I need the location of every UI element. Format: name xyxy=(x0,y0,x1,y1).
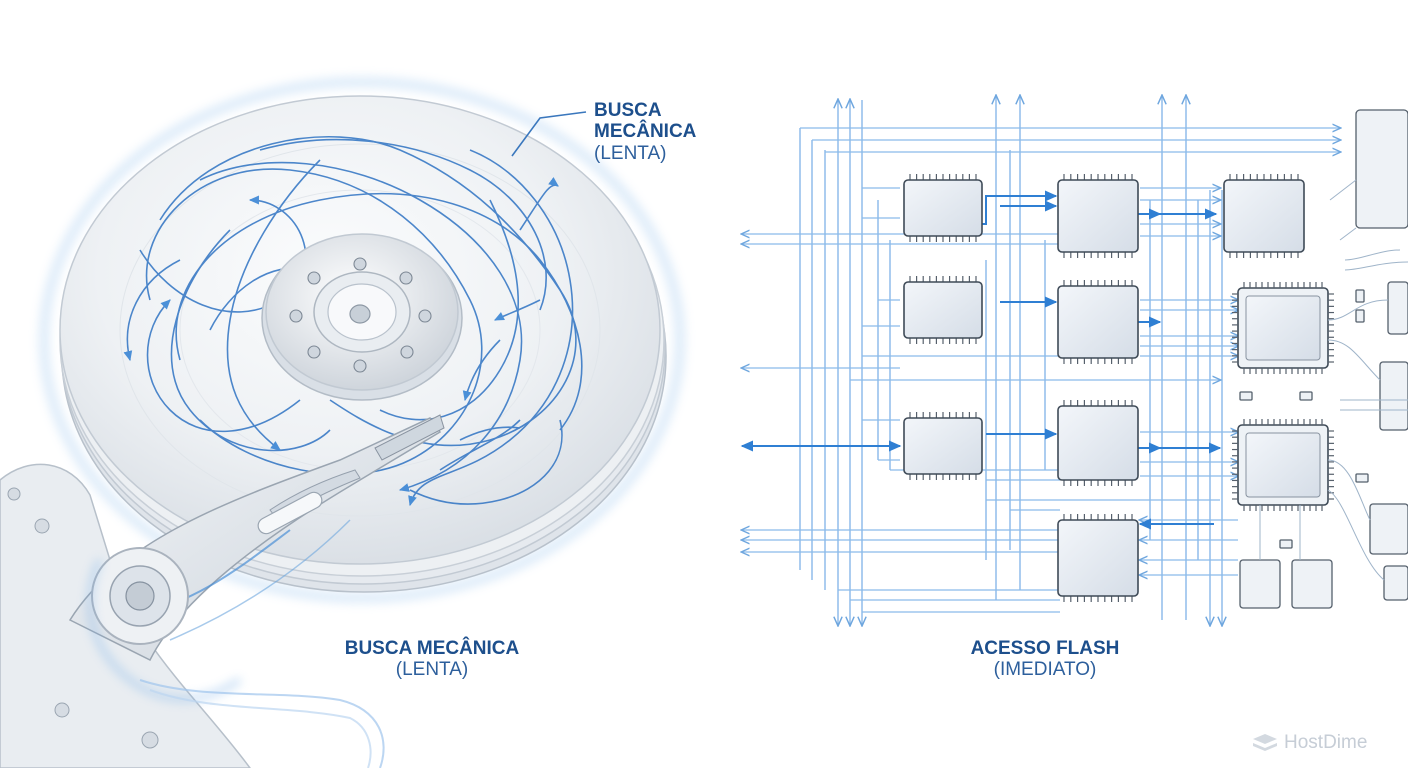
top-callout-title-line2: MECÂNICA xyxy=(594,121,697,143)
brand-name: HostDime xyxy=(1284,732,1368,753)
hard-disk-illustration xyxy=(0,77,685,769)
ssd-caption: ACESSO FLASH (IMEDIATO) xyxy=(945,638,1145,681)
actuator-arm xyxy=(0,414,445,769)
flash-chip xyxy=(1057,280,1139,364)
hdd-caption-title: BUSCA MECÂNICA xyxy=(344,638,520,659)
spindle-hub xyxy=(261,233,463,401)
hdd-caption: BUSCA MECÂNICA (LENTA) xyxy=(330,638,534,681)
flash-chip xyxy=(1057,400,1139,486)
label-leader-line xyxy=(511,111,587,157)
seek-paths xyxy=(123,135,583,507)
peripheral-components xyxy=(1239,109,1408,609)
flash-chip xyxy=(1057,174,1139,258)
ssd-caption-subtitle: (IMEDIATO) xyxy=(993,659,1097,681)
flash-chip xyxy=(903,412,983,480)
flash-chip xyxy=(903,276,983,344)
flash-chip xyxy=(903,174,983,242)
top-callout-title-line1: BUSCA xyxy=(594,100,662,121)
flash-chip xyxy=(1057,514,1139,602)
hostdime-logo-icon xyxy=(1253,734,1277,751)
top-callout-label: BUSCA MECÂNICA (LENTA) xyxy=(594,100,696,164)
top-callout-subtitle: (LENTA) xyxy=(594,142,667,164)
flash-chip-grid xyxy=(903,174,1305,602)
brand-watermark: HostDime xyxy=(1252,732,1367,754)
ssd-caption-title: ACESSO FLASH xyxy=(970,638,1120,659)
flash-circuit-illustration xyxy=(742,96,1408,625)
hdd-caption-subtitle: (LENTA) xyxy=(395,659,469,681)
controller-chips xyxy=(1232,282,1334,511)
flash-chip xyxy=(1223,174,1305,258)
